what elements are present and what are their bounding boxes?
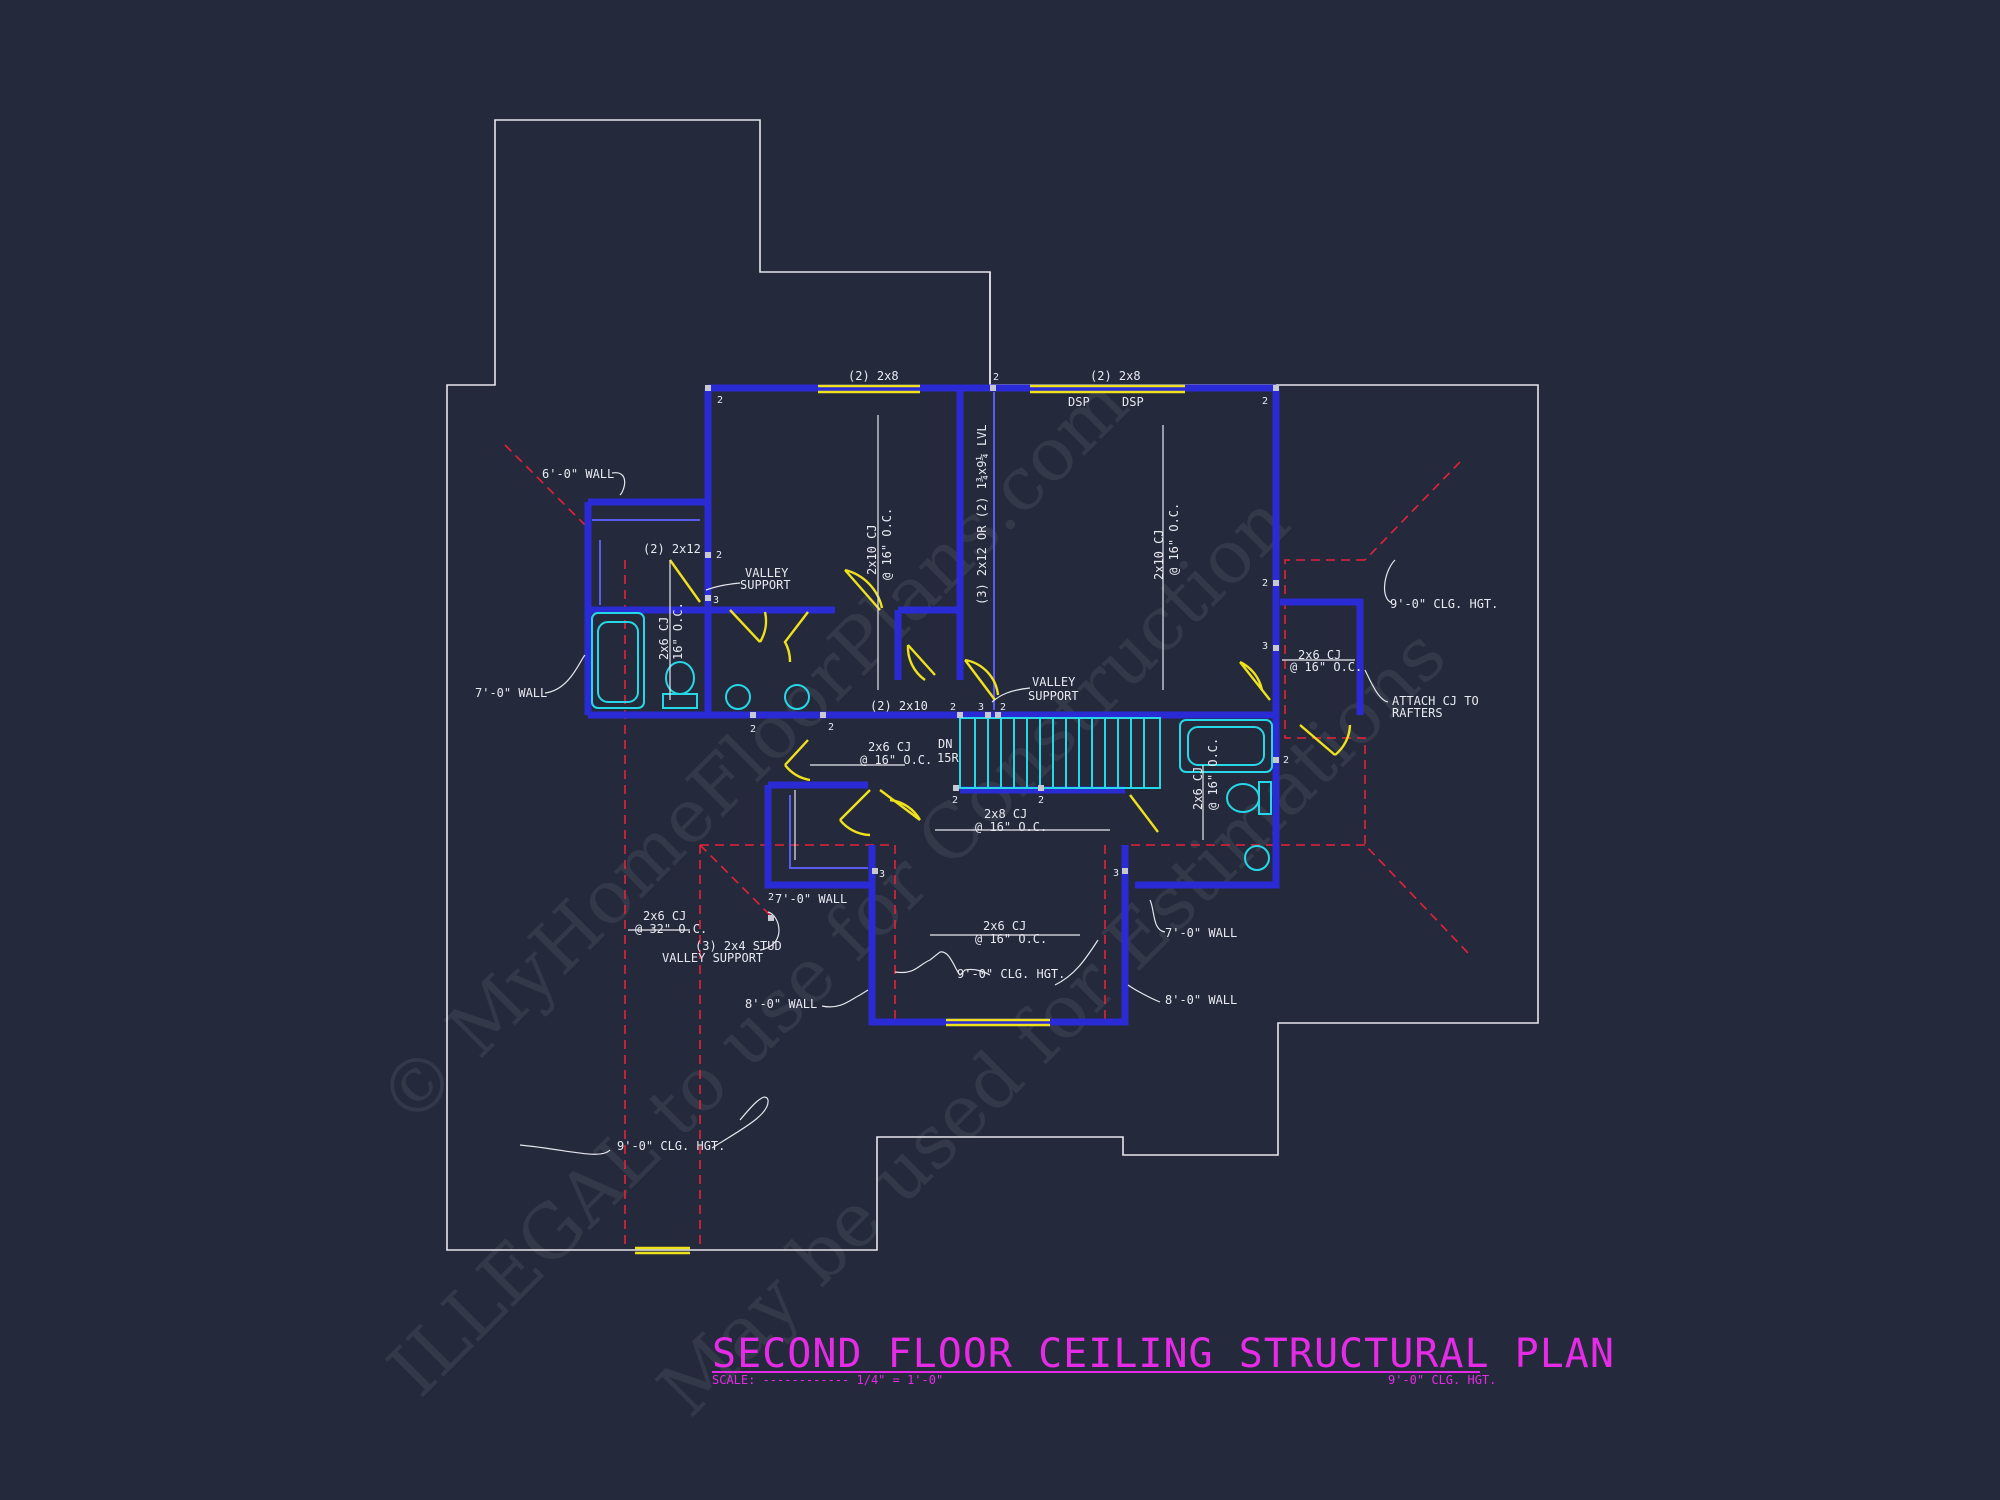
annotations: 6'-0" WALL 7'-0" WALL (2) 2x12 VALLEY SU… — [475, 369, 1498, 1153]
label-valley-support-b-2: SUPPORT — [1028, 689, 1079, 703]
bathtub-right-inner — [1187, 726, 1265, 766]
post-mark: 2 — [950, 702, 956, 713]
label-cj-2x6-bonus-1: 2x6 CJ — [983, 919, 1026, 933]
post-mark: 2 — [952, 795, 958, 806]
label-cj-2x6-32-1: 2x6 CJ — [643, 909, 686, 923]
post-mark: 2 — [828, 722, 834, 733]
label-stair-risers: 15R — [937, 751, 959, 765]
label-clg-hgt-bonus: 9'-0" CLG. HGT. — [957, 967, 1065, 981]
building-outline — [446, 119, 1539, 1251]
scale-label: SCALE: ------------ 1/4" = 1'-0" — [712, 1373, 943, 1387]
label-8ft-wall-left: 8'-0" WALL — [745, 997, 817, 1011]
sink-left-1 — [725, 684, 751, 710]
label-stud-valley-1: (3) 2x4 STUD — [695, 939, 782, 953]
label-dsp-1: DSP — [1068, 395, 1090, 409]
post-mark: 3 — [1262, 641, 1268, 652]
doors — [669, 559, 1352, 837]
label-cj-2x6-vertical-2: 16" O.C. — [671, 602, 685, 660]
post-mark: 2 — [1038, 795, 1044, 806]
post-marks: 2 2 2 2 3 2 3 2 3 2 2 2 2 2 2 2 3 3 — [705, 372, 1289, 921]
label-cj-2x6-right-1: 2x6 CJ — [1298, 648, 1341, 662]
walls — [584, 384, 1364, 1026]
label-cj-2x6-bath-2: @ 16" O.C. — [1206, 738, 1220, 810]
label-cj-2x8-1: 2x8 CJ — [984, 807, 1027, 821]
post-mark: 2 — [717, 395, 723, 406]
label-cj-2x6-vertical-1: 2x6 CJ — [657, 617, 671, 660]
wall-inner-lines — [592, 392, 995, 869]
label-lvl-beam: (3) 2x12 OR (2) 1¾x9¼ LVL — [975, 424, 989, 605]
sink-left-2 — [784, 684, 810, 710]
toilet-tank-left — [662, 693, 698, 709]
post-mark: 3 — [978, 702, 984, 713]
label-cj-2x10-right-1: 2x10 CJ — [1152, 529, 1166, 580]
leaders — [519, 415, 1396, 1155]
post-mark: 3 — [1113, 868, 1119, 879]
headers — [635, 384, 1185, 1255]
post-mark: 2 — [716, 550, 722, 561]
post-mark: 2 — [768, 892, 774, 903]
bathtub-left-inner — [597, 621, 639, 703]
post-mark: 2 — [750, 724, 756, 735]
label-cj-2x10-right-2: @ 16" O.C. — [1167, 503, 1181, 575]
title-block: SECOND FLOOR CEILING STRUCTURAL PLAN SCA… — [712, 1331, 1615, 1387]
post-mark: 2 — [1000, 702, 1006, 713]
label-attach-cj-1: ATTACH CJ TO — [1392, 694, 1479, 708]
label-cj-2x8-2: @ 16" O.C. — [975, 820, 1047, 834]
label-cj-2x6-bonus-2: @ 16" O.C. — [975, 932, 1047, 946]
label-valley-support-a-2: SUPPORT — [740, 578, 791, 592]
label-cj-2x10-left-2: @ 16" O.C. — [880, 508, 894, 580]
label-2-2x10: (2) 2x10 — [870, 699, 928, 713]
label-stair-dn: DN — [938, 737, 952, 751]
label-cj-2x10-left-1: 2x10 CJ — [865, 524, 879, 575]
label-cj-2x6-bath-1: 2x6 CJ — [1191, 767, 1205, 810]
label-cj-2x6-hall-1: 2x6 CJ — [868, 740, 911, 754]
label-8ft-wall-right: 8'-0" WALL — [1165, 993, 1237, 1007]
post-mark: 3 — [713, 595, 719, 606]
toilet-tank-right — [1258, 781, 1272, 815]
label-valley-support-b-1: VALLEY — [1032, 675, 1076, 689]
label-attach-cj-2: RAFTERS — [1392, 706, 1443, 720]
label-6ft-wall: 6'-0" WALL — [542, 467, 614, 481]
title-ceiling-height: 9'-0" CLG. HGT. — [1388, 1373, 1496, 1387]
label-2-2x12: (2) 2x12 — [643, 542, 701, 556]
label-2-2x8-right: (2) 2x8 — [1090, 369, 1141, 383]
post-mark: 3 — [879, 869, 885, 880]
label-cj-2x6-right-2: @ 16" O.C. — [1290, 660, 1362, 674]
post-mark: 2 — [1262, 578, 1268, 589]
label-cj-2x6-32-2: @ 32" O.C. — [635, 922, 707, 936]
sink-right — [1244, 845, 1270, 871]
label-2-2x8-left: (2) 2x8 — [848, 369, 899, 383]
fixtures — [591, 612, 1273, 871]
plan-title: SECOND FLOOR CEILING STRUCTURAL PLAN — [712, 1331, 1615, 1377]
bathtub-right — [1179, 719, 1273, 773]
label-valley-support-a-1: VALLEY — [745, 566, 789, 580]
post-mark: 2 — [1262, 396, 1268, 407]
label-stud-valley-2: VALLEY SUPPORT — [662, 951, 763, 965]
label-cj-2x6-hall-2: @ 16" O.C. — [860, 753, 932, 767]
label-7ft-wall-left: 7'-0" WALL — [475, 686, 547, 700]
staircase — [959, 717, 1161, 789]
label-7ft-wall-mid: 7'-0" WALL — [775, 892, 847, 906]
hidden-lines — [504, 444, 1471, 1245]
label-dsp-2: DSP — [1122, 395, 1144, 409]
bathtub-left — [591, 612, 645, 709]
label-clg-hgt-right: 9'-0" CLG. HGT. — [1390, 597, 1498, 611]
label-7ft-wall-right: 7'-0" WALL — [1165, 926, 1237, 940]
label-clg-hgt-bottom: 9'-0" CLG. HGT. — [617, 1139, 725, 1153]
watermark: © MyHomeFloorPlans.com ILLEGAL to use fo… — [362, 360, 1462, 1432]
post-mark: 2 — [1283, 755, 1289, 766]
post-mark: 2 — [993, 372, 999, 383]
